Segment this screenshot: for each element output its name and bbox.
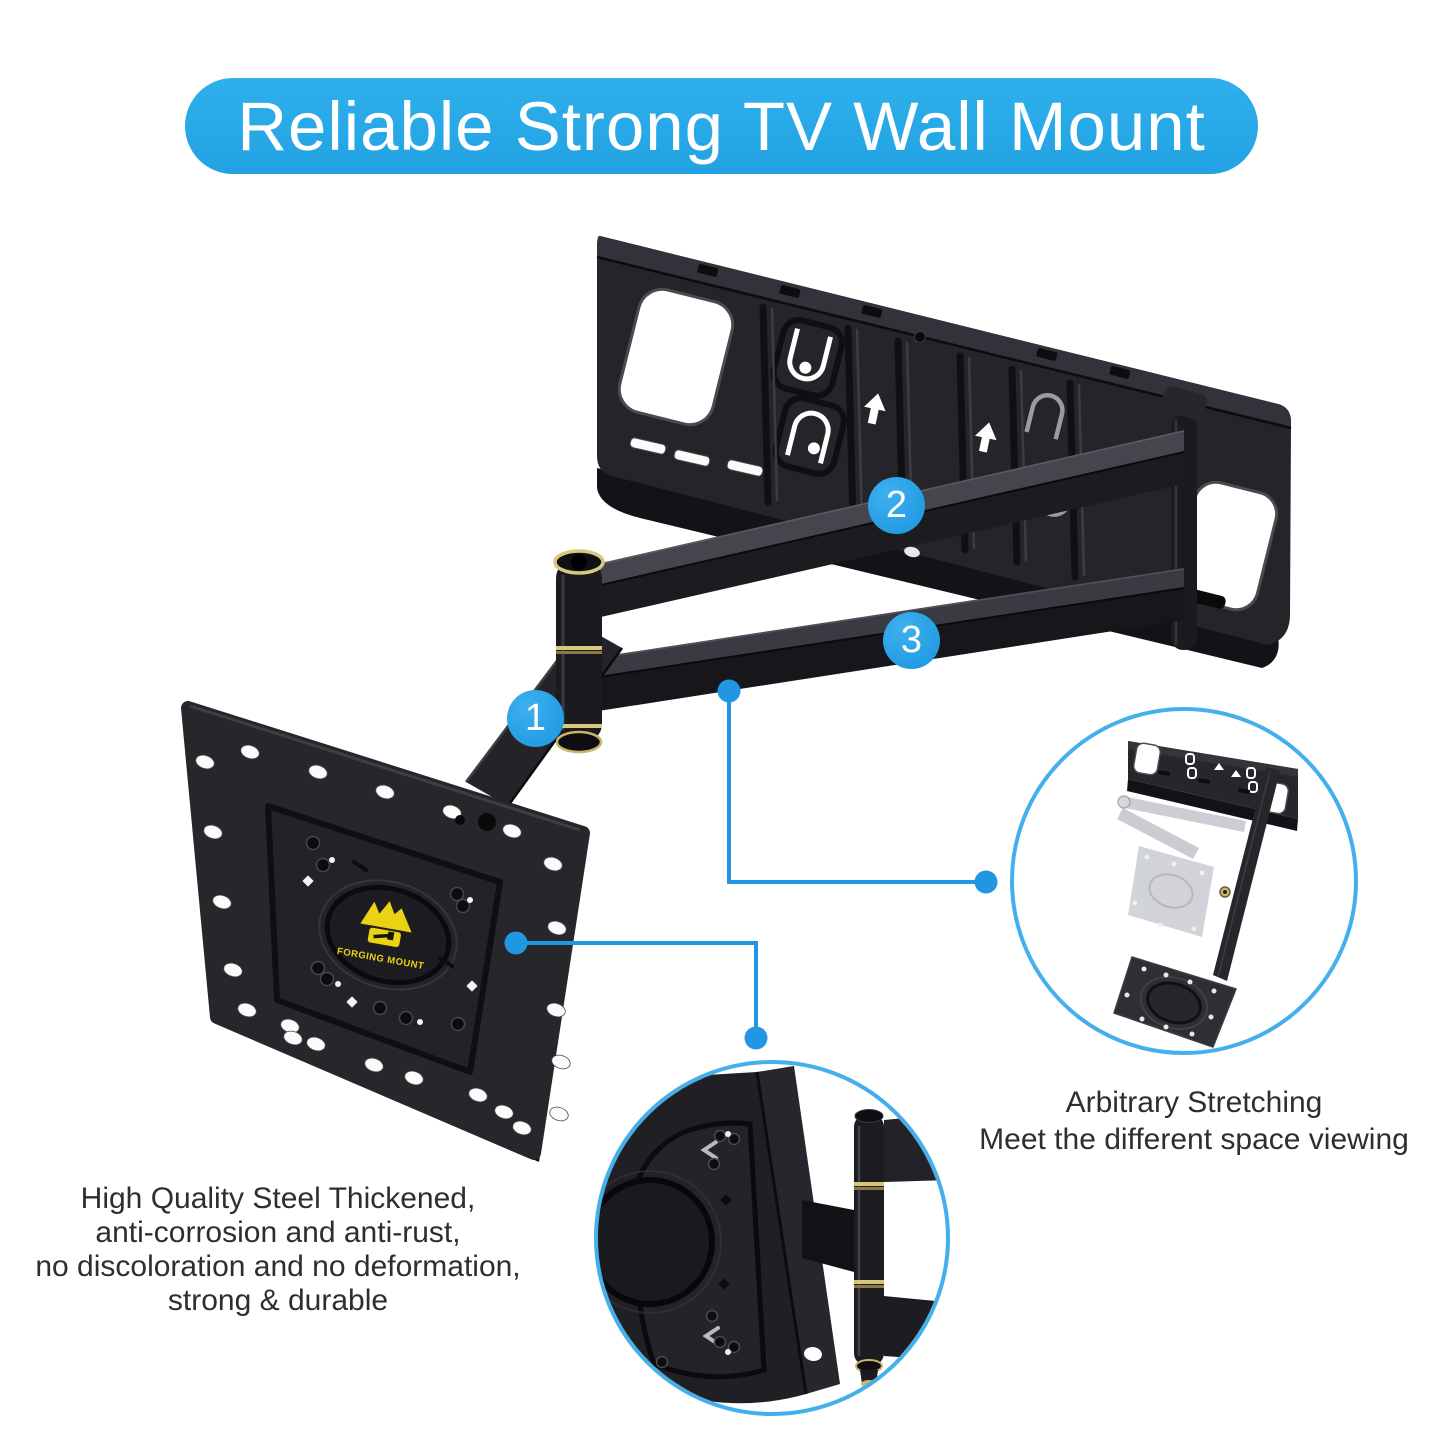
left-cutout [617, 287, 735, 427]
keyhole-slot-icon [770, 317, 847, 477]
up-arrow-icon [864, 393, 997, 453]
swivel-hinge [553, 549, 605, 754]
plate-notches [697, 264, 1131, 379]
feature-line: strong & durable [167, 1284, 389, 1317]
callout-2-upper-arm: 2 [868, 477, 925, 534]
vesa-bolts [302, 813, 496, 1032]
mini-arm [1213, 767, 1280, 981]
ghost-tv-plate [1128, 846, 1214, 937]
title-banner: Reliable Strong TV Wall Mount [185, 78, 1258, 174]
callout-2-number: 2 [885, 484, 908, 526]
feature-line: no discoloration and no deformation, [35, 1250, 521, 1283]
closeup-hinge [854, 1109, 884, 1388]
ghost-arms [1117, 795, 1246, 859]
connector-line-tv-plate [516, 941, 758, 1038]
stretching-inset-art [1113, 741, 1298, 1048]
feature-line: anti-corrosion and anti-rust, [95, 1216, 461, 1249]
vesa-holes [195, 744, 571, 1136]
feature-line: High Quality Steel Thickened, [80, 1182, 476, 1215]
wall-plate [596, 235, 1292, 668]
callout-1-strut: 1 [507, 690, 564, 747]
callout-3-lower-arm: 3 [883, 612, 940, 669]
connector-lines [516, 691, 986, 1038]
connector-dots [504, 679, 998, 1050]
rod-peg [1161, 386, 1207, 420]
callout-1-number: 1 [524, 697, 547, 739]
brand-logo-icon [360, 901, 412, 948]
connector-line-lower-arm [727, 691, 986, 884]
hinge-closeup-art [598, 1066, 946, 1404]
stretching-caption-line2: Meet the different space viewing [979, 1123, 1409, 1156]
stretching-inset [1010, 707, 1358, 1055]
plate-slots [629, 437, 764, 477]
stretching-caption: Arbitrary Stretching Meet the different … [953, 1084, 1435, 1158]
mini-tv-plate [1113, 956, 1237, 1048]
closeup-plate [598, 1066, 840, 1404]
callout-3-number: 3 [900, 619, 923, 661]
steel-quality-text: High Quality Steel Thickened, anti-corro… [26, 1182, 530, 1318]
page-title: Reliable Strong TV Wall Mount [237, 87, 1206, 165]
hinge-closeup-inset [594, 1060, 950, 1416]
stretching-caption-line1: Arbitrary Stretching [1065, 1086, 1323, 1119]
